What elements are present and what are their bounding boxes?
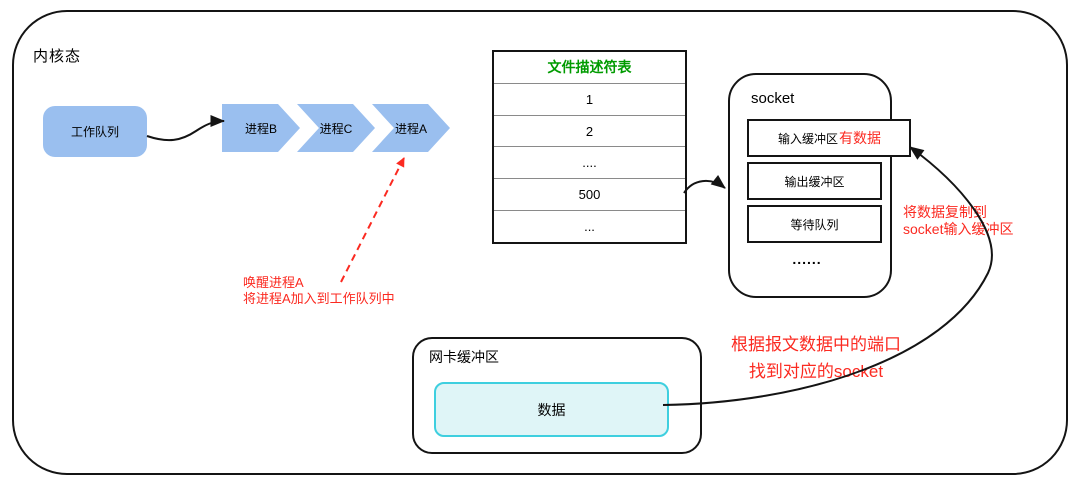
wake-note-line1: 唤醒进程A (243, 275, 304, 290)
wait-queue-label: 等待队列 (790, 217, 839, 232)
route-note-line2: 找到对应的socket (748, 362, 884, 381)
route-port-note: 根据报文数据中的端口 找到对应的socket (699, 331, 933, 385)
nic-data-node: 数据 (434, 382, 669, 437)
fd-table-row: .... (494, 146, 685, 178)
file-descriptor-table: 文件描述符表 1 2 .... 500 ... (492, 50, 687, 244)
fd-table-title: 文件描述符表 (547, 59, 632, 76)
socket-wait-queue: 等待队列 (747, 205, 882, 243)
fd-table-row: 500 (494, 178, 685, 210)
input-buffer-label: 输入缓冲区 (778, 131, 839, 146)
socket-title: socket (751, 90, 795, 107)
copy-note-line1: 将数据复制到 (903, 204, 987, 220)
nic-data-label: 数据 (537, 401, 566, 418)
fd-table-row: 1 (494, 82, 685, 115)
route-note-line1: 根据报文数据中的端口 (731, 335, 901, 354)
kernel-state-label: 内核态 (33, 48, 82, 65)
socket-output-buffer: 输出缓冲区 (747, 162, 882, 200)
socket-ellipsis: ...... (792, 251, 822, 267)
socket-input-buffer: 输入缓冲区有数据 (747, 119, 911, 157)
work-queue-node: 工作队列 (43, 106, 147, 157)
nic-buffer-label: 网卡缓冲区 (429, 349, 499, 365)
process-b-label: 进程B (244, 121, 277, 136)
work-queue-label: 工作队列 (70, 125, 119, 139)
copy-data-note: 将数据复制到 socket输入缓冲区 (903, 204, 1013, 238)
socket-container: socket 输入缓冲区有数据 输出缓冲区 等待队列 ...... (728, 73, 911, 298)
copy-note-line2: socket输入缓冲区 (903, 221, 1014, 237)
process-a-label: 进程A (394, 121, 427, 136)
wake-note-line2: 将进程A加入到工作队列中 (243, 291, 395, 306)
output-buffer-label: 输出缓冲区 (784, 174, 845, 189)
nic-buffer-container: 网卡缓冲区 数据 (412, 337, 702, 454)
fd-table-row: ... (494, 210, 685, 242)
fd-table-row: 2 (494, 114, 685, 147)
input-buffer-status: 有数据 (839, 130, 882, 146)
wake-process-note: 唤醒进程A 将进程A加入到工作队列中 (243, 275, 395, 307)
process-c-label: 进程C (319, 121, 353, 136)
